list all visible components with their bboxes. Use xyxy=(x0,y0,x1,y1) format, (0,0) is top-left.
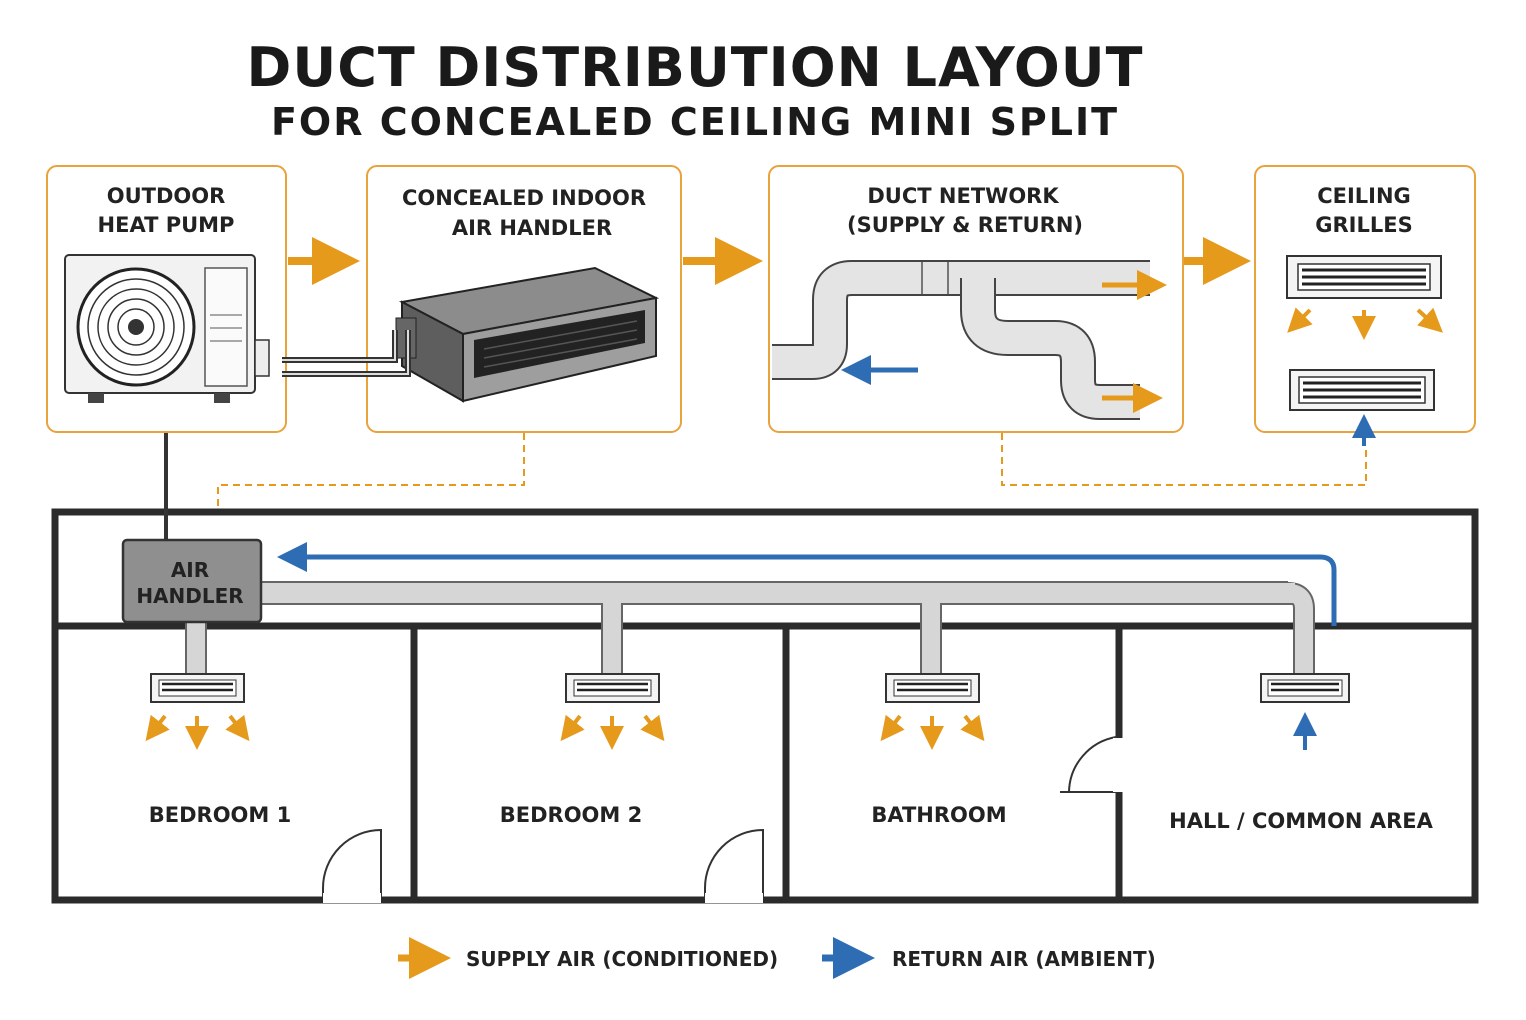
panel-duct-network: DUCT NETWORK (SUPPLY & RETURN) xyxy=(768,165,1184,433)
panel-ceiling-grilles: CEILING GRILLES xyxy=(1254,165,1476,446)
panel-4-line2: GRILLES xyxy=(1315,213,1412,237)
air-handler-line2: HANDLER xyxy=(136,584,243,608)
legend: SUPPLY AIR (CONDITIONED) RETURN AIR (AMB… xyxy=(398,937,1156,979)
return-grille-icon xyxy=(1289,369,1435,411)
supply-duct-trunk xyxy=(185,581,1315,676)
diagram-subtitle: FOR CONCEALED CEILING MINI SPLIT xyxy=(270,100,1120,144)
room-grille-3 xyxy=(885,673,980,703)
room-supply-arrows xyxy=(145,714,985,750)
floor-plan xyxy=(51,508,1479,904)
panel-1-line2: HEAT PUMP xyxy=(98,213,235,237)
air-handler-line1: AIR xyxy=(171,558,209,582)
room-label-bedroom-1: BEDROOM 1 xyxy=(149,803,291,827)
doors xyxy=(322,735,1123,903)
panel-outdoor-heat-pump: OUTDOOR HEAT PUMP xyxy=(46,165,287,433)
duct-network-icon xyxy=(772,260,1150,420)
panel-2-line2: AIR HANDLER xyxy=(452,216,612,240)
return-duct-line xyxy=(277,542,1337,626)
panel-concealed-air-handler: CONCEALED INDOOR AIR HANDLER xyxy=(366,165,682,433)
indoor-air-handler-icon xyxy=(395,266,660,403)
room-grille-2 xyxy=(565,673,660,703)
panel-3-line1: DUCT NETWORK xyxy=(867,184,1059,208)
outdoor-unit-icon xyxy=(64,254,270,403)
legend-return-label: RETURN AIR (AMBIENT) xyxy=(892,947,1156,971)
room-grille-1 xyxy=(150,673,245,703)
supply-grille-icon xyxy=(1286,255,1442,299)
panel-2-line1: CONCEALED INDOOR xyxy=(402,186,646,210)
plenum-air-handler: AIR HANDLER xyxy=(121,538,263,624)
panel-1-line1: OUTDOOR xyxy=(107,184,226,208)
room-label-bathroom: BATHROOM xyxy=(871,803,1006,827)
refrigerant-lines xyxy=(282,330,411,377)
grille-supply-arrow-right xyxy=(1416,307,1443,333)
room-label-hall: HALL / COMMON AREA xyxy=(1169,809,1433,833)
room-grille-4 xyxy=(1260,673,1350,703)
panel-3-line2: (SUPPLY & RETURN) xyxy=(847,213,1083,237)
diagram-title: DUCT DISTRIBUTION LAYOUT xyxy=(246,36,1144,99)
grille-supply-arrow-left xyxy=(1287,307,1313,333)
room-label-bedroom-2: BEDROOM 2 xyxy=(500,803,642,827)
legend-supply-label: SUPPLY AIR (CONDITIONED) xyxy=(466,947,778,971)
panel-4-line1: CEILING xyxy=(1317,184,1411,208)
